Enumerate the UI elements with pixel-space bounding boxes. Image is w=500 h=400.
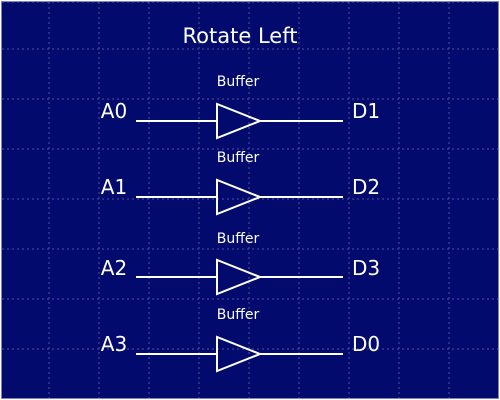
output-label: D2 bbox=[351, 175, 381, 199]
output-label: D3 bbox=[351, 256, 381, 280]
input-label: A3 bbox=[100, 332, 128, 356]
input-label: A0 bbox=[100, 99, 128, 123]
output-label: D1 bbox=[351, 99, 381, 123]
buffer-wiring bbox=[136, 335, 343, 373]
buffer-row-a2: Buffer A2 D3 bbox=[2, 231, 498, 307]
buffer-row-a3: Buffer A3 D0 bbox=[2, 307, 498, 383]
buffer-wiring bbox=[136, 102, 343, 140]
input-label: A1 bbox=[100, 175, 128, 199]
buffer-gate-icon bbox=[216, 102, 263, 140]
output-label: D0 bbox=[351, 332, 381, 356]
buffer-row-a0: Buffer A0 D1 bbox=[2, 74, 498, 150]
buffer-label: Buffer bbox=[216, 307, 260, 323]
buffer-gate-icon bbox=[216, 258, 263, 296]
buffer-wiring bbox=[136, 178, 343, 216]
buffer-label: Buffer bbox=[216, 74, 260, 90]
buffer-label: Buffer bbox=[216, 231, 260, 247]
diagram-title: Rotate Left bbox=[182, 24, 298, 48]
buffer-gate-icon bbox=[216, 335, 263, 373]
buffer-gate-icon bbox=[216, 178, 263, 216]
buffer-label: Buffer bbox=[216, 150, 260, 166]
input-label: A2 bbox=[100, 256, 128, 280]
buffer-row-a1: Buffer A1 D2 bbox=[2, 150, 498, 226]
buffer-wiring bbox=[136, 258, 343, 296]
